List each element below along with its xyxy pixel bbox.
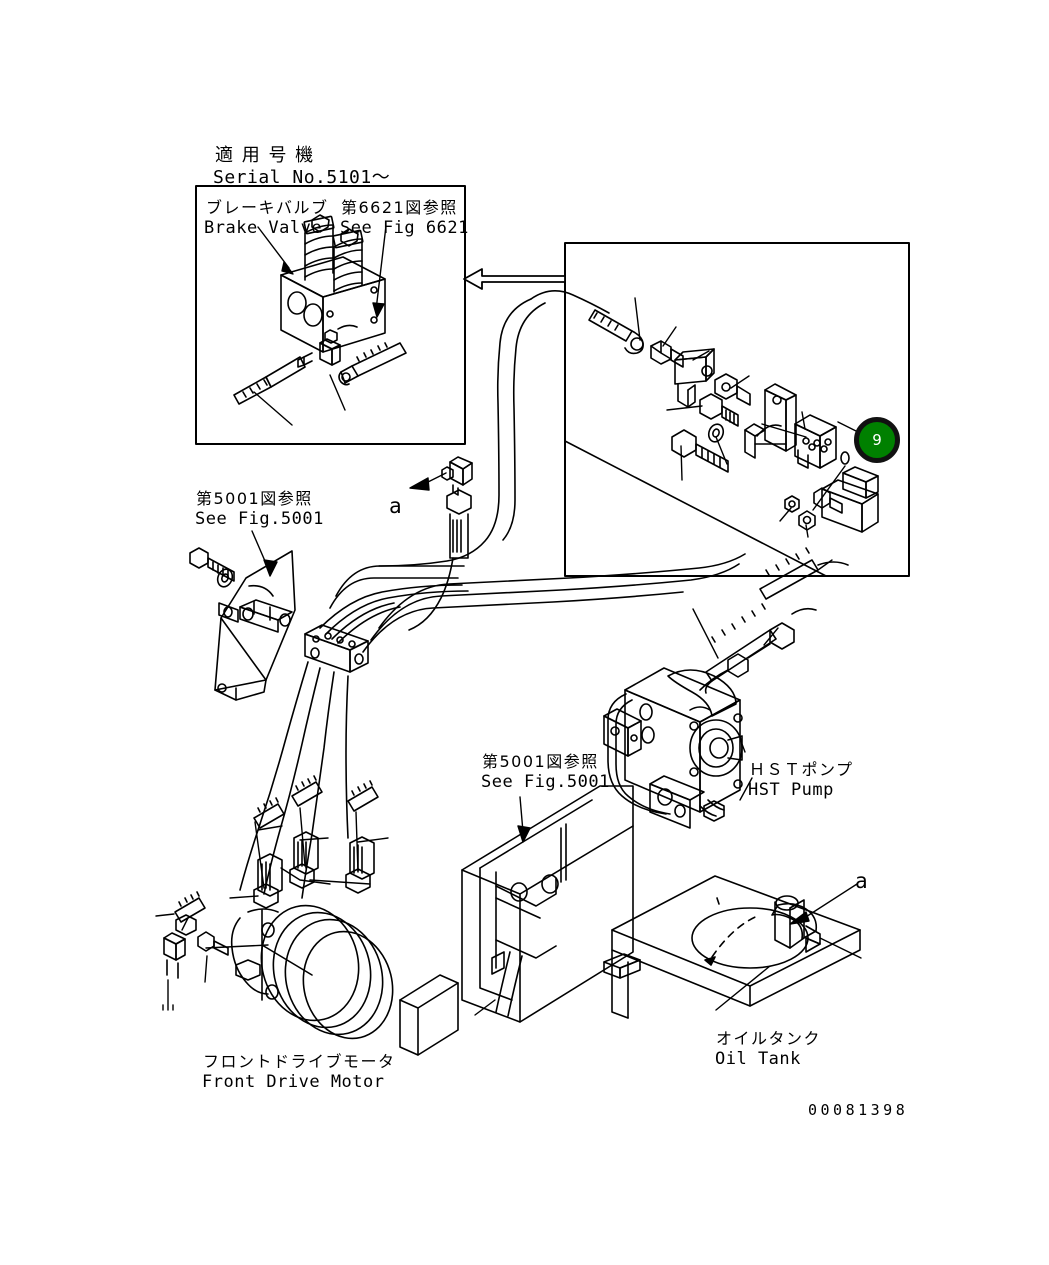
see-fig-5001-upper-leader [251,530,278,577]
oil-tank-leader-lines [715,937,862,1011]
see-fig-6621-label-en: See Fig 6621 [340,218,469,238]
inset-nut-pair [784,495,816,531]
motor-leader-lines [155,807,389,1011]
front-drive-motor-label-jp: フロントドライブモータ [203,1052,396,1071]
highlighted-part-number: 9 [872,431,882,449]
front-drive-motor [230,904,394,1040]
manifold-outlet-hoses [239,661,349,899]
inset-leader-lines [253,225,387,426]
see-fig-5001-lower-label-jp: 第5001図参照 [482,752,599,771]
see-fig-5001-lower-leader [517,796,531,843]
upper-bracket-bolt [189,547,235,588]
highlighted-part-badge-9[interactable]: 9 [854,417,900,463]
center-a-fitting [408,456,473,631]
serial-label-en: Serial No.5101～ [213,167,391,188]
callout-a-left-arrow [409,472,447,491]
hst-pump-label-en: HST Pump [748,780,834,800]
lower-bracket-plate [399,785,634,1056]
brake-valve-label-jp: ブレーキバルブ [206,198,329,217]
see-fig-5001-upper-label-jp: 第5001図参照 [196,489,313,508]
hst-pump-label-jp: ＨＳＴポンプ [749,760,854,779]
upper-bracket-clamp [218,599,293,633]
see-fig-6621-label-jp: 第6621図参照 [341,198,458,217]
hose-right-inset [338,342,407,386]
misc-lower-lines [162,999,496,1016]
hose-left-inset [233,356,306,405]
serial-label-jp: 適 用 号 機 [215,145,315,166]
oil-tank-label-en: Oil Tank [715,1049,801,1069]
highlight-leader [837,421,857,432]
see-fig-5001-lower-label-en: See Fig.5001 [481,772,610,792]
callout-a-right: a [855,869,868,893]
drawing-number: 00081398 [808,1101,909,1119]
brake-valve-assembly [280,214,386,353]
hose-manifold-block [304,624,369,673]
oil-tank-label-jp: オイルタンク [716,1029,822,1048]
inset-valve-block [794,414,850,469]
inset-mounting-bracket [744,383,797,459]
hst-pump-label-leader [741,743,746,753]
brake-valve-label-en: Brake Valve [204,218,323,238]
see-fig-5001-upper-label-en: See Fig.5001 [195,509,324,529]
front-drive-motor-label-en: Front Drive Motor [202,1072,385,1092]
hst-leader-lines [692,559,833,801]
hst-pump [603,667,743,829]
main-hose-routing [329,298,746,653]
detail-inset-frame [564,242,910,577]
callout-a-right-arrow [789,883,858,925]
inset-reference-arrow [463,268,566,290]
inset-detail-leaders [634,297,846,538]
callout-a-left: a [389,494,402,518]
upper-bracket-plate [214,550,296,701]
oil-tank [603,875,861,1019]
